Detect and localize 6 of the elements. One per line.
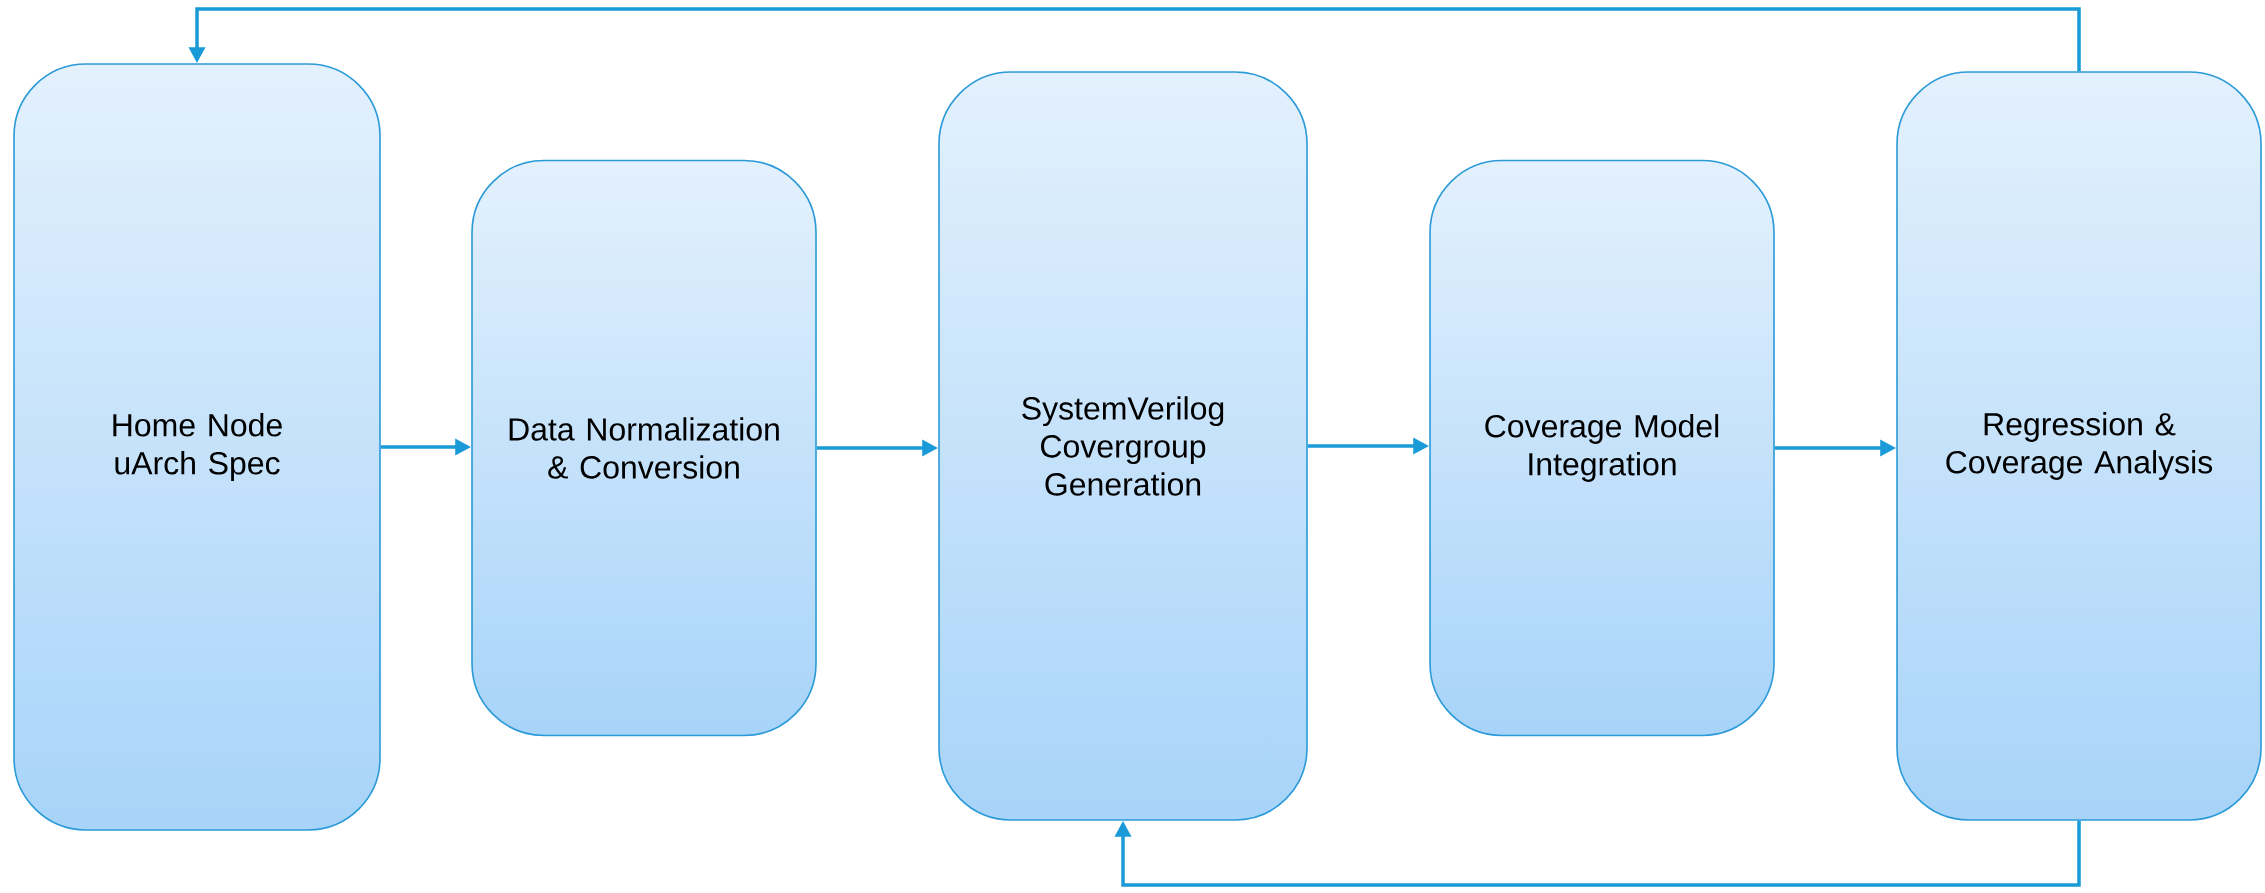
process-box: SystemVerilog Covergroup Generation: [938, 71, 1308, 821]
process-box: Home Node uArch Spec: [13, 63, 381, 831]
process-box: Data Normalization & Conversion: [471, 159, 817, 737]
arrow: [1114, 820, 2081, 887]
process-box: Regression & Coverage Analysis: [1896, 71, 2262, 821]
process-box: Coverage Model Integration: [1429, 159, 1775, 737]
